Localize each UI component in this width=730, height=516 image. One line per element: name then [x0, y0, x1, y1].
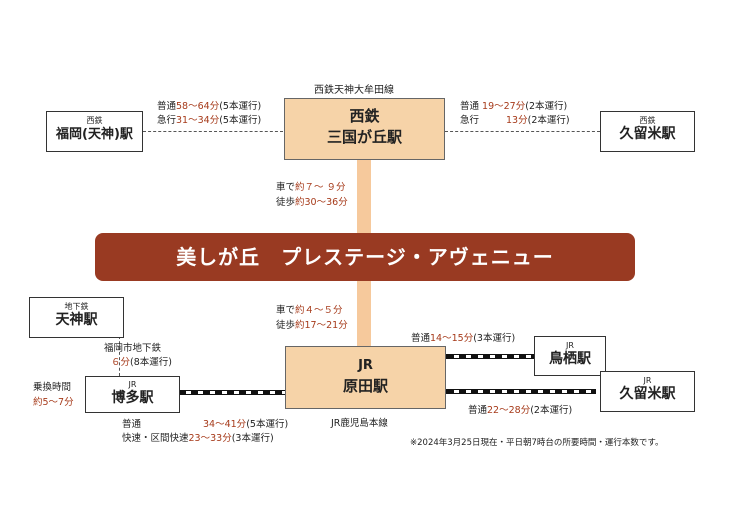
- route-kurume-jr: 普通22～28分(2本運行): [468, 405, 573, 416]
- nishitetsu-line-label: 西鉄天神大牟田線: [314, 85, 394, 96]
- subway-connector: [119, 336, 120, 376]
- station-tosu-name: 鳥栖駅: [549, 351, 591, 367]
- route-subway-line: 福岡市地下鉄: [104, 343, 162, 354]
- route-hakata-local-label: 普通: [122, 419, 142, 430]
- station-kurume-nishitetsu: 西鉄 久留米駅: [600, 111, 695, 152]
- station-fukuoka-tenjin: 西鉄 福岡(天神)駅: [46, 111, 143, 152]
- station-kurume-jr-name: 久留米駅: [619, 386, 676, 402]
- station-mikunigaoka: 西鉄 三国が丘駅: [284, 98, 445, 160]
- access-mikunigaoka-car: 車で約７～ ９分: [276, 182, 346, 193]
- jr-rail-tosu: [446, 354, 534, 359]
- station-tenjin-subway: 地下鉄 天神駅: [29, 297, 124, 338]
- station-kurume-jr-operator: JR: [643, 376, 652, 385]
- station-mikunigaoka-name: 三国が丘駅: [326, 128, 402, 146]
- station-tosu: JR 鳥栖駅: [534, 336, 606, 376]
- station-tenjin-operator: 地下鉄: [64, 302, 89, 311]
- station-tenjin-name: 天神駅: [55, 312, 98, 328]
- route-fukuoka-local: 普通58～64分(5本運行): [157, 101, 262, 112]
- route-kurume-nishitetsu-local: 普通 19～27分(2本運行): [460, 101, 568, 112]
- nishitetsu-line-right: [445, 131, 600, 132]
- route-subway-time: ６分(8本運行): [111, 357, 172, 368]
- station-harada-operator: JR: [358, 358, 373, 373]
- station-kurume-nishitetsu-operator: 西鉄: [639, 116, 656, 125]
- nishitetsu-line-left: [143, 131, 283, 132]
- station-tosu-operator: JR: [566, 341, 574, 350]
- station-hakata-operator: JR: [128, 380, 137, 389]
- station-harada-name: 原田駅: [342, 377, 388, 395]
- jr-line-label: JR鹿児島本線: [331, 418, 388, 429]
- access-harada-car: 車で約４～５分: [276, 305, 343, 316]
- transfer-time: 約5～7分: [33, 397, 74, 408]
- station-fukuoka-tenjin-operator: 西鉄: [86, 116, 103, 125]
- access-mikunigaoka-walk: 徒歩約30～36分: [276, 197, 348, 208]
- station-harada: JR 原田駅: [285, 346, 446, 409]
- jr-rail-kurume: [446, 389, 596, 394]
- jr-rail-left: [178, 390, 286, 395]
- route-fukuoka-express: 急行31～34分(5本運行): [157, 115, 262, 126]
- station-hakata: JR 博多駅: [85, 376, 180, 413]
- station-fukuoka-tenjin-name: 福岡(天神)駅: [56, 127, 133, 142]
- property-banner: 美しが丘 プレステージ・アヴェニュー: [95, 233, 635, 281]
- station-kurume-jr: JR 久留米駅: [600, 371, 695, 412]
- station-hakata-name: 博多駅: [111, 390, 154, 406]
- footnote: ※2024年3月25日現在・平日朝7時台の所要時間・運行本数です。: [410, 438, 664, 448]
- station-kurume-nishitetsu-name: 久留米駅: [619, 126, 676, 142]
- route-hakata-local: 34～41分(5本運行): [203, 419, 289, 430]
- access-harada-walk: 徒歩約17～21分: [276, 320, 348, 331]
- route-hakata-rapid: 快速・区間快速23～33分(3本運行): [122, 433, 274, 444]
- transfer-label: 乗換時間: [33, 382, 72, 393]
- station-mikunigaoka-operator: 西鉄: [349, 107, 380, 125]
- route-tosu: 普通14～15分(3本運行): [411, 333, 516, 344]
